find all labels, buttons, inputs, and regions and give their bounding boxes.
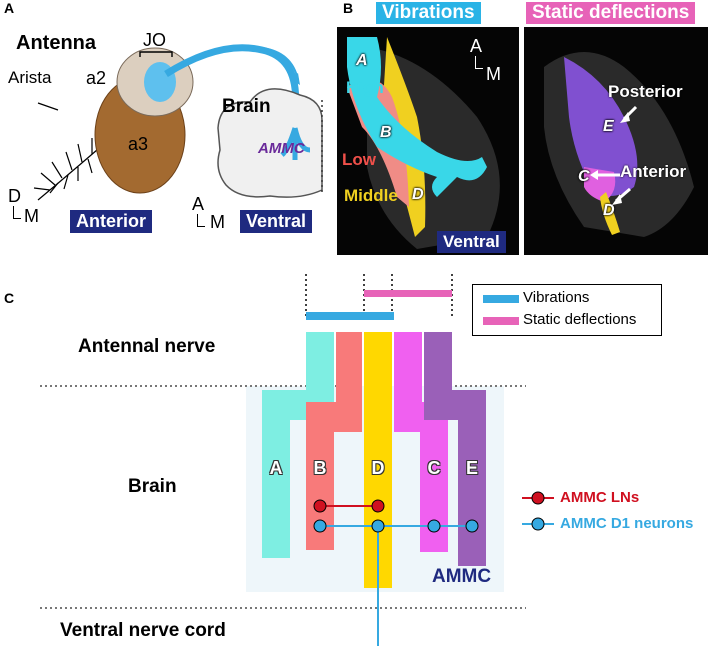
a3-label: a3 bbox=[128, 134, 149, 154]
vibrations-tag: Vibrations bbox=[376, 2, 481, 24]
vibration-range-bar bbox=[306, 312, 394, 320]
panel-b-letter: B bbox=[343, 0, 354, 16]
ln-legend-label: AMMC LNs bbox=[560, 489, 640, 506]
antennal-nerve-label: Antennal nerve bbox=[78, 336, 216, 357]
axis-a-left-corner bbox=[13, 206, 21, 219]
zone-a-shape bbox=[262, 332, 334, 558]
legend-vibrations-swatch bbox=[483, 295, 519, 303]
ammc-terminal bbox=[280, 127, 311, 160]
antenna-title: Antenna bbox=[16, 32, 96, 54]
legend-static-swatch bbox=[483, 317, 519, 325]
panel-c-letter: C bbox=[4, 290, 15, 306]
zone-d2-label: D bbox=[603, 202, 615, 219]
zone-e-letter: E bbox=[465, 457, 478, 478]
d1-dot-d bbox=[371, 519, 385, 533]
panel-a-letter: A bbox=[4, 0, 15, 16]
anterior-tag: Anterior bbox=[70, 210, 153, 233]
d1-legend-label: AMMC D1 neurons bbox=[560, 515, 694, 532]
axis-b-right: M bbox=[486, 64, 501, 84]
zone-e-label: E bbox=[603, 118, 614, 135]
zone-a-label: A bbox=[356, 52, 368, 69]
legend-static-label: Static deflections bbox=[523, 311, 637, 328]
legend-box: Vibrations Static deflections bbox=[472, 284, 662, 336]
static-tag: Static deflections bbox=[526, 2, 696, 24]
vibrations-image bbox=[337, 27, 519, 255]
low-label: Low bbox=[342, 150, 376, 169]
a2-label: a2 bbox=[86, 68, 107, 88]
axis-a-left-top: D bbox=[8, 186, 21, 206]
brain-row-label: Brain bbox=[128, 476, 177, 497]
zone-b-letter: B bbox=[313, 457, 327, 478]
anterior-label-b: Anterior bbox=[620, 162, 687, 181]
ln-dot-d bbox=[371, 499, 385, 513]
ammc-label-c: AMMC bbox=[432, 566, 492, 587]
ln-dot-b bbox=[313, 499, 327, 513]
middle-label: Middle bbox=[344, 186, 398, 205]
vnc-label: Ventral nerve cord bbox=[60, 620, 226, 641]
axis-a-right-right: M bbox=[210, 212, 225, 232]
d1-dot-c bbox=[427, 519, 441, 533]
antenna-illustration bbox=[33, 44, 323, 201]
static-range-bar bbox=[364, 290, 452, 297]
legend-vibrations-label: Vibrations bbox=[523, 289, 590, 306]
jo-label: JO bbox=[143, 30, 167, 50]
ammc-label-a: AMMC bbox=[258, 140, 305, 157]
ventral-tag-b: Ventral bbox=[437, 231, 506, 253]
zone-b-shape bbox=[306, 332, 362, 550]
axis-b-top: A bbox=[470, 36, 483, 56]
axis-a-right-corner bbox=[197, 214, 205, 227]
zone-diagram bbox=[40, 274, 554, 646]
vibrations-render bbox=[347, 37, 500, 249]
axis-a-left-right: M bbox=[24, 206, 39, 226]
antennal-nerve-path bbox=[164, 44, 300, 128]
zone-c-shape bbox=[394, 332, 448, 552]
arista-label: Arista bbox=[8, 68, 52, 87]
brain-label: Brain bbox=[222, 96, 271, 117]
d1-dot-b bbox=[313, 519, 327, 533]
ventral-tag-a: Ventral bbox=[240, 210, 313, 233]
posterior-label: Posterior bbox=[608, 82, 683, 101]
high-label: High bbox=[346, 78, 384, 97]
zone-e-shape bbox=[424, 332, 486, 566]
zone-b-label: B bbox=[380, 124, 392, 141]
zone-c-label: C bbox=[578, 168, 590, 185]
static-image bbox=[524, 27, 708, 255]
axis-b-corner bbox=[475, 56, 483, 69]
zone-d-label: D bbox=[412, 186, 424, 203]
zone-d-letter: D bbox=[371, 457, 385, 478]
static-arrows bbox=[590, 105, 638, 205]
nerve-arrowhead bbox=[290, 73, 300, 85]
d1-dot-e bbox=[465, 519, 479, 533]
axis-a-right-top: A bbox=[192, 194, 205, 214]
zone-a-letter: A bbox=[269, 457, 283, 478]
zone-c-letter: C bbox=[427, 457, 441, 478]
